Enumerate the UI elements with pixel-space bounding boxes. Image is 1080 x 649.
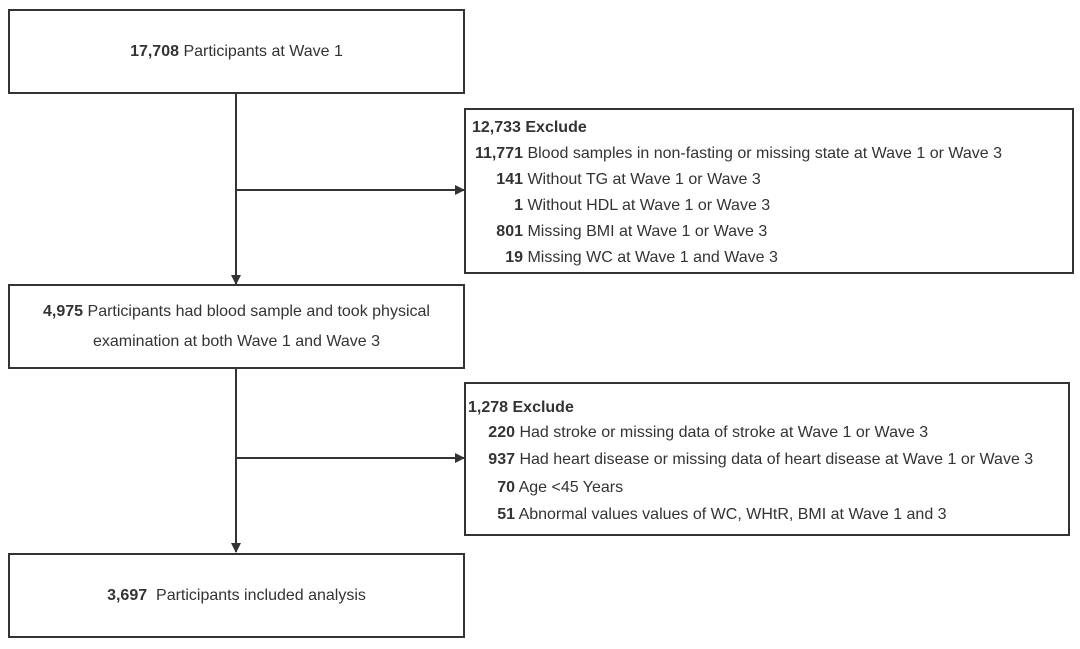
exclude2-item: 937 Had heart disease or missing data of… xyxy=(468,450,1033,470)
exclude1-item-count: 801 xyxy=(496,223,523,240)
exclude-box-2: 1,278 Exclude 220 Had stroke or missing … xyxy=(464,382,1070,536)
exclude1-item-count: 11,771 xyxy=(474,145,523,162)
exclude2-item-count: 937 xyxy=(488,451,515,468)
exclude2-item-text: Had heart disease or missing data of hea… xyxy=(515,451,1034,468)
participants-included-box: 3,697 Participants included analysis xyxy=(8,553,465,638)
exclude1-item-count: 141 xyxy=(496,171,523,188)
exclude1-item-text: Without TG at Wave 1 or Wave 3 xyxy=(523,171,761,188)
participants-wave1-box: 17,708 Participants at Wave 1 xyxy=(8,9,465,94)
exclude1-item: 801 Missing BMI at Wave 1 or Wave 3 xyxy=(472,222,767,242)
exclude1-label: Exclude xyxy=(520,119,587,136)
exclude2-header: 1,278 Exclude xyxy=(468,398,574,418)
exclude2-item: 51 Abnormal values values of WC, WHtR, B… xyxy=(468,505,947,525)
exclude1-item-text: Missing BMI at Wave 1 or Wave 3 xyxy=(523,223,768,240)
exclude1-total: 12,733 xyxy=(472,119,521,136)
participants-both-waves-label: Participants had blood sample and took p… xyxy=(83,302,430,320)
participants-both-waves-box: 4,975 Participants had blood sample and … xyxy=(8,284,465,369)
participants-both-waves-text: 4,975 Participants had blood sample and … xyxy=(43,297,430,357)
exclude2-item: 70 Age <45 Years xyxy=(468,478,623,498)
exclude2-total: 1,278 xyxy=(468,399,509,416)
exclude2-item-count: 51 xyxy=(497,506,515,523)
exclude2-item-text: Abnormal values values of WC, WHtR, BMI … xyxy=(515,506,947,523)
exclude1-item: 19 Missing WC at Wave 1 and Wave 3 xyxy=(472,248,778,268)
participants-included-text: 3,697 Participants included analysis xyxy=(107,581,366,611)
participants-wave1-text: 17,708 Participants at Wave 1 xyxy=(130,37,343,67)
exclude1-item-count: 19 xyxy=(505,249,523,266)
participants-both-waves-count: 4,975 xyxy=(43,302,84,320)
exclude1-item-text: Without HDL at Wave 1 or Wave 3 xyxy=(523,197,771,214)
exclude2-item-text: Age <45 Years xyxy=(515,479,624,496)
exclude2-item-count: 220 xyxy=(488,424,515,441)
exclude1-item: 141 Without TG at Wave 1 or Wave 3 xyxy=(472,170,761,190)
exclude2-item-text: Had stroke or missing data of stroke at … xyxy=(515,424,929,441)
participants-included-label: Participants included analysis xyxy=(147,586,366,604)
participants-both-waves-line2: examination at both Wave 1 and Wave 3 xyxy=(93,332,380,350)
exclude1-item-text: Blood samples in non-fasting or missing … xyxy=(523,145,1003,162)
participants-wave1-count: 17,708 xyxy=(130,42,179,60)
exclude1-item-count: 1 xyxy=(514,197,523,214)
exclude2-item-count: 70 xyxy=(497,479,515,496)
exclude1-header: 12,733 Exclude xyxy=(472,118,587,138)
participants-wave1-label: Participants at Wave 1 xyxy=(179,42,343,60)
exclude1-item-text: Missing WC at Wave 1 and Wave 3 xyxy=(523,249,778,266)
exclude1-item: 11,771 Blood samples in non-fasting or m… xyxy=(472,144,1002,164)
exclude2-item: 220 Had stroke or missing data of stroke… xyxy=(468,423,928,443)
exclude1-item: 1 Without HDL at Wave 1 or Wave 3 xyxy=(472,196,770,216)
participants-included-count: 3,697 xyxy=(107,586,148,604)
exclude-box-1: 12,733 Exclude 11,771 Blood samples in n… xyxy=(464,108,1074,274)
exclude2-label: Exclude xyxy=(508,399,574,416)
participants-both-waves-line1: 4,975 Participants had blood sample and … xyxy=(43,297,430,327)
